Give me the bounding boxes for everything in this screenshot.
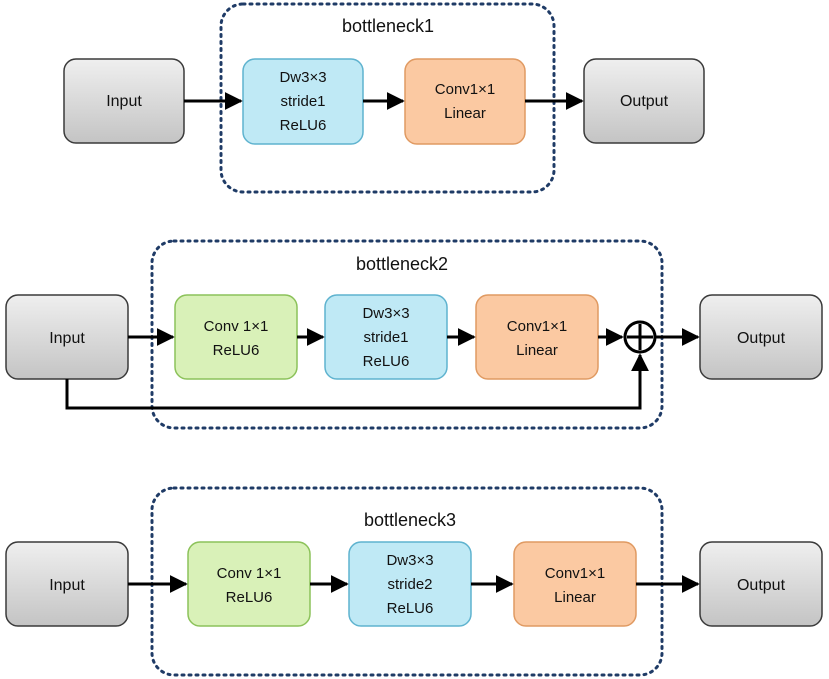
linear-line-1: Conv1×1	[545, 565, 605, 582]
conv-relu-block	[174, 294, 298, 380]
output-box	[699, 541, 823, 627]
linear-line-2: Linear	[444, 105, 486, 122]
linear-line-2: Linear	[516, 342, 558, 359]
dw-line-1: Dw3×3	[386, 552, 433, 569]
bottleneck3-group: bottleneck3 Input Conv 1×1 ReLU6 Dw3×3 s…	[5, 486, 823, 677]
bottleneck1-frame	[219, 2, 556, 194]
dw-line-2: stride2	[387, 576, 432, 593]
linear-block	[404, 58, 526, 145]
bottleneck1-group: bottleneck1 Input Dw3×3 stride1 ReLU6 Co…	[63, 2, 705, 194]
dw-line-3: ReLU6	[280, 117, 327, 134]
linear-line-2: Linear	[554, 589, 596, 606]
conv-relu-block	[187, 541, 311, 627]
dw-line-3: ReLU6	[387, 600, 434, 617]
bottleneck3-title: bottleneck3	[364, 510, 456, 530]
bottleneck1-title: bottleneck1	[342, 16, 434, 36]
dw-line-1: Dw3×3	[279, 69, 326, 86]
output-box	[699, 294, 823, 380]
input-label: Input	[106, 93, 142, 110]
dw-line-2: stride1	[363, 329, 408, 346]
conv-relu-line-2: ReLU6	[226, 589, 273, 606]
bottleneck2-frame	[150, 239, 664, 430]
output-box	[583, 58, 705, 144]
input-label: Input	[49, 577, 85, 594]
linear-block	[513, 541, 637, 627]
dw-line-1: Dw3×3	[362, 305, 409, 322]
input-label: Input	[49, 330, 85, 347]
output-label: Output	[737, 330, 786, 347]
linear-line-1: Conv1×1	[507, 318, 567, 335]
bottleneck3-frame	[150, 486, 664, 677]
dw-line-3: ReLU6	[363, 353, 410, 370]
bottleneck2-title: bottleneck2	[356, 254, 448, 274]
bottleneck2-group: bottleneck2 Input Conv 1×1 ReLU6 Dw3×3 s…	[5, 239, 823, 430]
output-label: Output	[737, 577, 786, 594]
conv-relu-line-2: ReLU6	[213, 342, 260, 359]
output-label: Output	[620, 93, 669, 110]
residual-connection	[65, 353, 649, 410]
conv-relu-line-1: Conv 1×1	[204, 318, 269, 335]
linear-block	[475, 294, 599, 380]
conv-relu-line-1: Conv 1×1	[217, 565, 282, 582]
dw-line-2: stride1	[280, 93, 325, 110]
plus-circle-icon	[623, 320, 657, 354]
linear-line-1: Conv1×1	[435, 81, 495, 98]
